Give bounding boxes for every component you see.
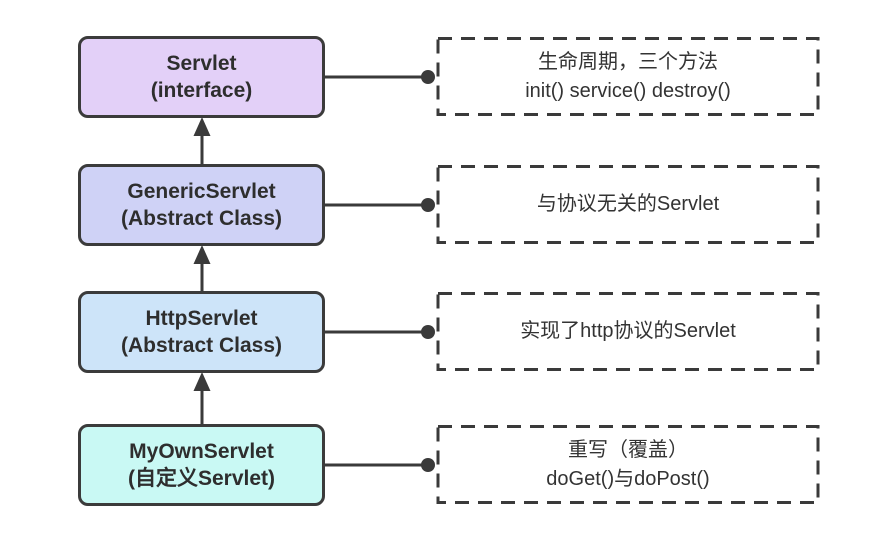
note-my-own-servlet: 重写（覆盖） doGet()与doPost() — [437, 425, 819, 504]
note-servlet-lifecycle: 生命周期，三个方法 init() service() destroy() — [437, 37, 819, 116]
class-box-my-own-servlet: MyOwnServlet (自定义Servlet) — [78, 424, 325, 506]
class-box-http-servlet: HttpServlet (Abstract Class) — [78, 291, 325, 373]
class-title: HttpServlet — [145, 307, 258, 330]
class-box-servlet: Servlet (interface) — [78, 36, 325, 118]
note-line: 重写（覆盖） — [568, 438, 688, 461]
note-line: 生命周期，三个方法 — [538, 50, 718, 73]
note-line: 实现了http协议的Servlet — [520, 320, 736, 342]
connector-generic-note — [325, 198, 435, 212]
connector-dot — [421, 198, 435, 212]
class-box-generic-servlet: GenericServlet (Abstract Class) — [78, 164, 325, 246]
note-line: init() service() destroy() — [525, 79, 731, 102]
note-http-servlet: 实现了http协议的Servlet — [437, 292, 819, 371]
inheritance-arrow-http-to-generic — [193, 245, 211, 291]
connector-dot — [421, 70, 435, 84]
connector-servlet-note — [325, 70, 435, 84]
note-line: 与协议无关的Servlet — [536, 193, 720, 215]
connector-http-note — [325, 325, 435, 339]
class-title: GenericServlet — [127, 180, 276, 203]
class-subtitle: (Abstract Class) — [120, 334, 283, 357]
class-title: Servlet — [166, 52, 237, 75]
connector-dot — [421, 458, 435, 472]
class-subtitle: (Abstract Class) — [120, 207, 283, 230]
inheritance-arrow-generic-to-servlet — [193, 117, 211, 164]
class-subtitle: (自定义Servlet) — [127, 467, 276, 490]
connector-dot — [421, 325, 435, 339]
class-title: MyOwnServlet — [129, 440, 274, 463]
class-subtitle: (interface) — [150, 79, 253, 102]
connector-myown-note — [325, 458, 435, 472]
note-line: doGet()与doPost() — [546, 467, 710, 490]
inheritance-arrow-myown-to-http — [193, 372, 211, 424]
note-generic-servlet: 与协议无关的Servlet — [437, 165, 819, 244]
